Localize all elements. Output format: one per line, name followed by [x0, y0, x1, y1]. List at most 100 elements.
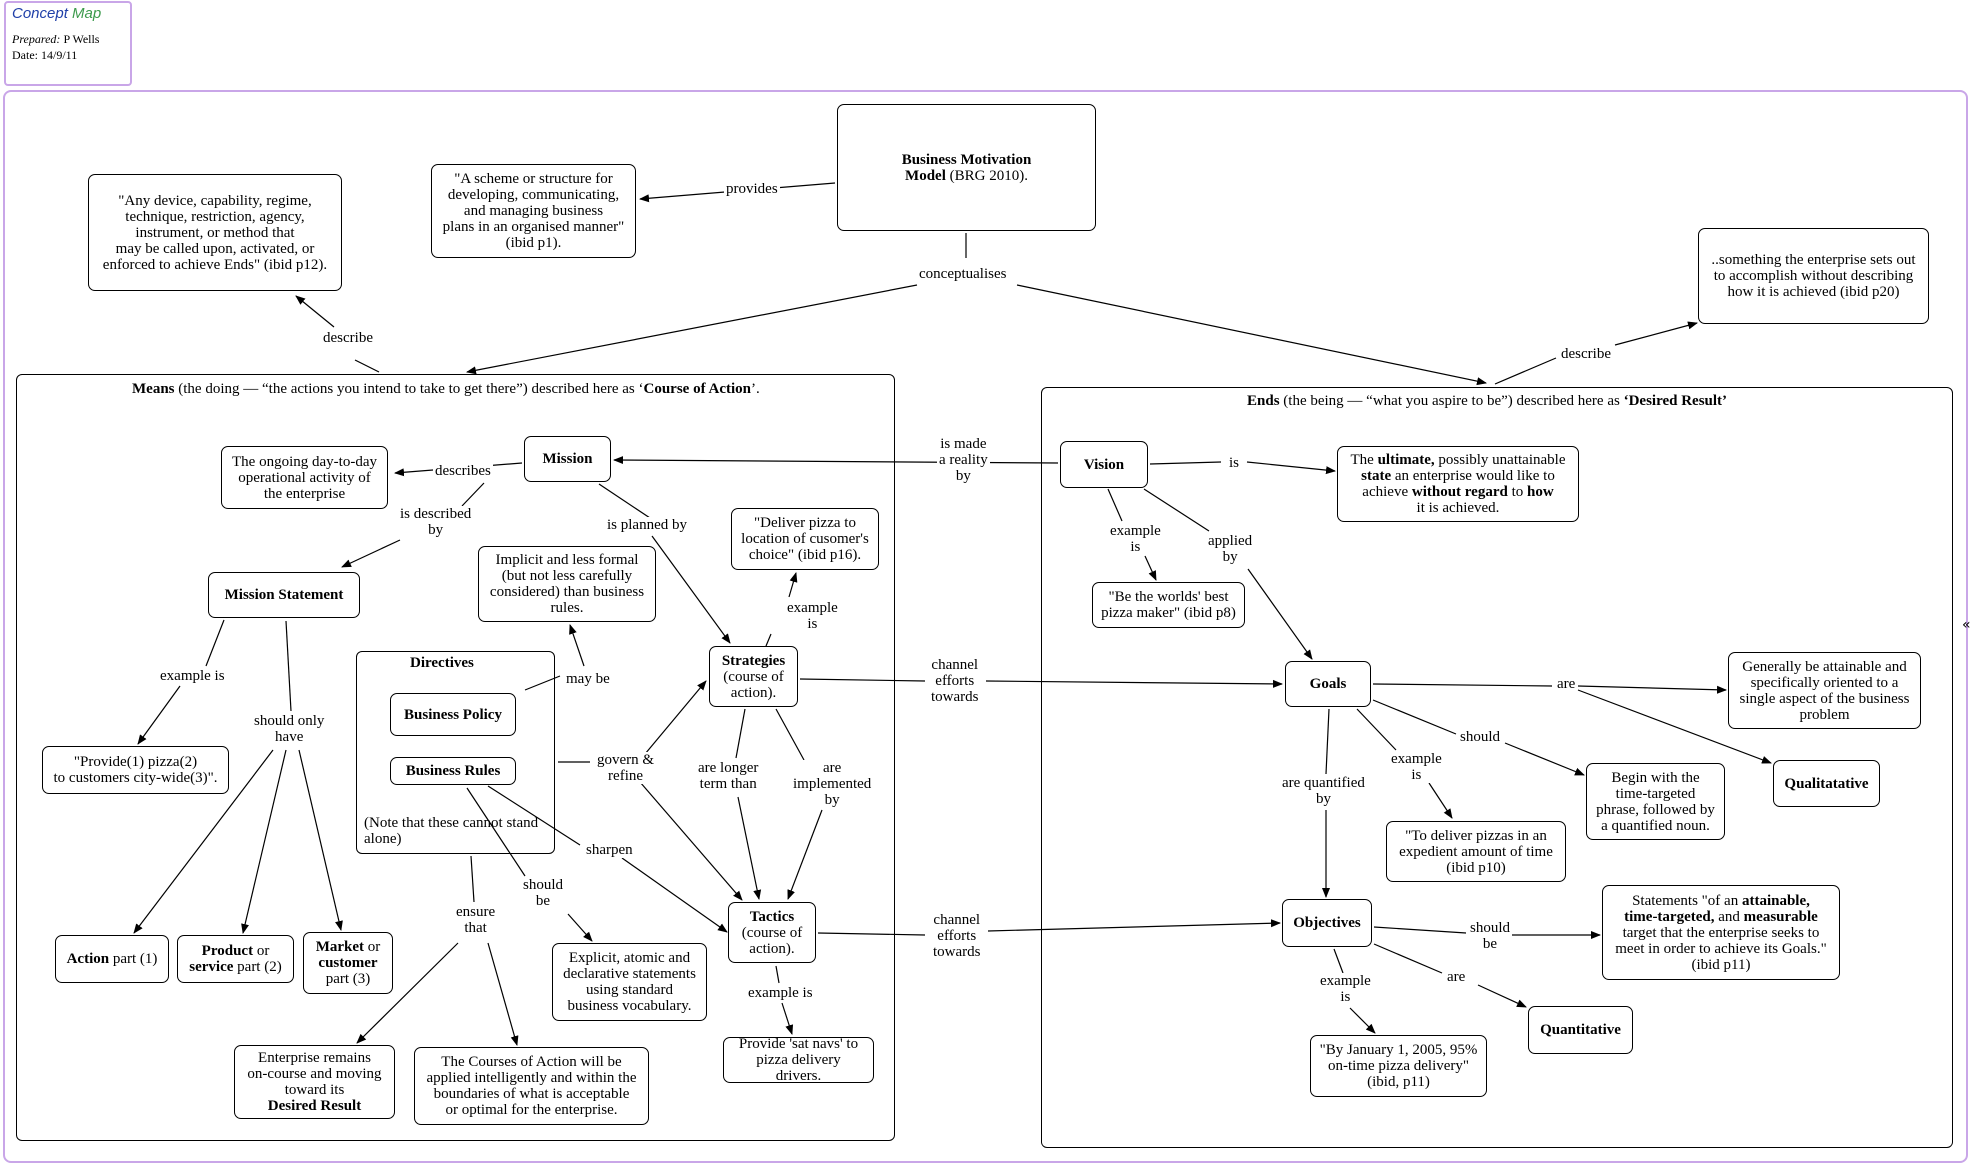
means-container: [16, 374, 895, 1141]
connector-govern-to-tactics: [639, 781, 743, 901]
product-part-node[interactable]: Product or service part (2): [177, 935, 294, 983]
tactics-node[interactable]: Tactics (course of action).: [728, 902, 816, 963]
connector-strategies-to-channel: [799, 678, 926, 682]
label-example-is-mission-statement: example is: [158, 668, 227, 684]
connector-are-to-quantitative: [1477, 984, 1527, 1008]
business-policy-node[interactable]: Business Policy: [390, 693, 516, 736]
business-rules-node[interactable]: Business Rules: [390, 757, 516, 785]
label-describes: describes: [433, 463, 493, 479]
connector-describe-right-arrow: [1614, 321, 1698, 346]
label-should-be-objectives: should be: [1468, 920, 1513, 952]
begin-with-node[interactable]: Begin with the time-targeted phrase, fol…: [1586, 763, 1725, 840]
vision-node[interactable]: Vision: [1060, 441, 1148, 488]
label-should-be-rules: should be: [521, 877, 566, 909]
explicit-rules-node[interactable]: Explicit, atomic and declarative stateme…: [552, 943, 707, 1021]
diagram-frame: [3, 90, 1968, 1163]
connector-channel-to-goals: [985, 679, 1283, 688]
concept-map-legend: Concept Map Prepared: P Wells Date: 14/9…: [4, 1, 132, 86]
on-course-node[interactable]: Enterprise remains on-course and moving …: [234, 1045, 395, 1119]
connector-ensure-to-oncourse: [356, 942, 459, 1044]
scheme-definition-node[interactable]: "A scheme or structure for developing, c…: [431, 164, 636, 258]
label-channel-efforts-tactics: channel efforts towards: [931, 912, 983, 960]
objectives-node[interactable]: Objectives: [1282, 899, 1372, 947]
connector-ensure-to-courses: [487, 942, 519, 1046]
jan-2005-example-node[interactable]: "By January 1, 2005, 95% on-time pizza d…: [1310, 1035, 1487, 1097]
means-title: Means (the doing — “the actions you inte…: [132, 381, 760, 397]
connector-should-to-product: [241, 749, 287, 934]
label-ensure-that: ensure that: [454, 904, 498, 936]
satnav-example-node[interactable]: Provide 'sat navs' to pizza delivery dri…: [723, 1036, 874, 1084]
connector-should-to-action: [133, 749, 274, 934]
connector-is-to-ultimate: [1246, 461, 1336, 475]
connector-govern-to-strategies: [639, 680, 707, 761]
label-longer-term: are longer term than: [696, 760, 761, 792]
prepared-value: P Wells: [60, 32, 100, 46]
label-may-be: may be: [564, 671, 612, 687]
label-quantified-by: are quantified by: [1280, 775, 1367, 807]
label-is-made-reality: is made a reality by: [937, 436, 990, 484]
connector-example-to-satnav: [781, 1002, 794, 1035]
mission-node[interactable]: Mission: [524, 436, 611, 482]
connector-strategies-to-implemented: [775, 708, 805, 761]
ends-definition-node[interactable]: ..something the enterprise sets out to a…: [1698, 228, 1929, 324]
qualitative-node[interactable]: Qualitatative: [1773, 760, 1880, 807]
label-is-vision: is: [1227, 455, 1242, 471]
connector-mission-to-described-by: [461, 482, 485, 507]
label-example-is-tactics: example is: [746, 985, 815, 1001]
action-part-node[interactable]: Action part (1): [55, 935, 169, 983]
strategies-node[interactable]: Strategies (course of action).: [709, 646, 798, 707]
connector-example-to-deliver: [788, 572, 798, 598]
connector-objectives-to-should-be: [1373, 926, 1467, 934]
deliver-pizza-example-node[interactable]: "Deliver pizza to location of cusomer's …: [731, 508, 879, 570]
implicit-policy-node[interactable]: Implicit and less formal (but not less c…: [478, 546, 656, 622]
connector-may-be-to-implicit: [569, 624, 585, 667]
means-definition-node[interactable]: "Any device, capability, regime, techniq…: [88, 174, 342, 291]
connector-vision-to-is: [1149, 461, 1222, 465]
business-motivation-model-node[interactable]: Business Motivation Model (BRG 2010).: [837, 104, 1096, 231]
best-pizza-example-node[interactable]: "Be the worlds' best pizza maker" (ibid …: [1092, 582, 1245, 628]
connector-goals-to-example: [1356, 708, 1397, 751]
connector-to-means: [466, 284, 918, 375]
ultimate-state-node[interactable]: The ultimate, possibly unattainable stat…: [1337, 446, 1579, 522]
connector-vision-to-example: [1107, 488, 1123, 522]
connector-longer-to-tactics: [737, 796, 762, 900]
market-part-node[interactable]: Market or customer part (3): [303, 932, 393, 994]
connector-goals-to-quantified: [1325, 708, 1330, 775]
connector-strategies-to-example: [765, 633, 772, 647]
mission-statement-node[interactable]: Mission Statement: [208, 572, 360, 618]
connector-should-to-begin: [1504, 742, 1585, 776]
ongoing-activity-node[interactable]: The ongoing day-to-day operational activ…: [221, 446, 388, 509]
goals-attainable-node[interactable]: Generally be attainable and specifically…: [1728, 652, 1921, 729]
goals-node[interactable]: Goals: [1285, 661, 1371, 707]
connector-mission-to-planned: [598, 483, 651, 519]
connector-vision-to-applied: [1143, 488, 1210, 532]
collapse-icon[interactable]: «: [1962, 617, 1971, 633]
to-deliver-example-node[interactable]: "To deliver pizzas in an expedient amoun…: [1386, 821, 1566, 882]
label-is-described-by: is described by: [398, 506, 474, 538]
connector-goals-to-are: [1372, 683, 1553, 687]
label-should-only-have: should only have: [252, 713, 327, 745]
ends-title: Ends (the being — “what you aspire to be…: [1247, 393, 1728, 409]
connector-example-to-jan2005: [1349, 1007, 1376, 1034]
connector-sharpen-to-tactics: [621, 857, 728, 933]
directives-note: (Note that these cannot stand alone): [364, 815, 539, 847]
label-describe-left: describe: [321, 330, 375, 346]
label-are-goals: are: [1555, 676, 1578, 692]
connector-goals-to-should: [1372, 699, 1457, 735]
connector-rules-to-should-be: [466, 787, 526, 877]
quantitative-node[interactable]: Quantitative: [1528, 1006, 1633, 1054]
connector-directives-to-ensure: [470, 855, 475, 903]
connector-objectives-to-are: [1373, 943, 1443, 974]
date-label: Date:: [12, 48, 38, 62]
connector-described-by-arrow: [341, 539, 401, 568]
label-provides: provides: [724, 181, 780, 197]
label-should-goals: should: [1458, 729, 1503, 745]
connector-example-to-provide: [137, 685, 181, 745]
objectives-statements-node[interactable]: Statements "of an attainable, time-targe…: [1602, 885, 1840, 980]
connector-should-to-market: [298, 749, 343, 931]
provide-pizza-example-node[interactable]: "Provide(1) pizza(2) to customers city-w…: [42, 746, 229, 794]
label-are-objectives: are: [1445, 969, 1468, 985]
directives-container: [356, 651, 555, 854]
courses-applied-node[interactable]: The Courses of Action will be applied in…: [414, 1047, 649, 1125]
